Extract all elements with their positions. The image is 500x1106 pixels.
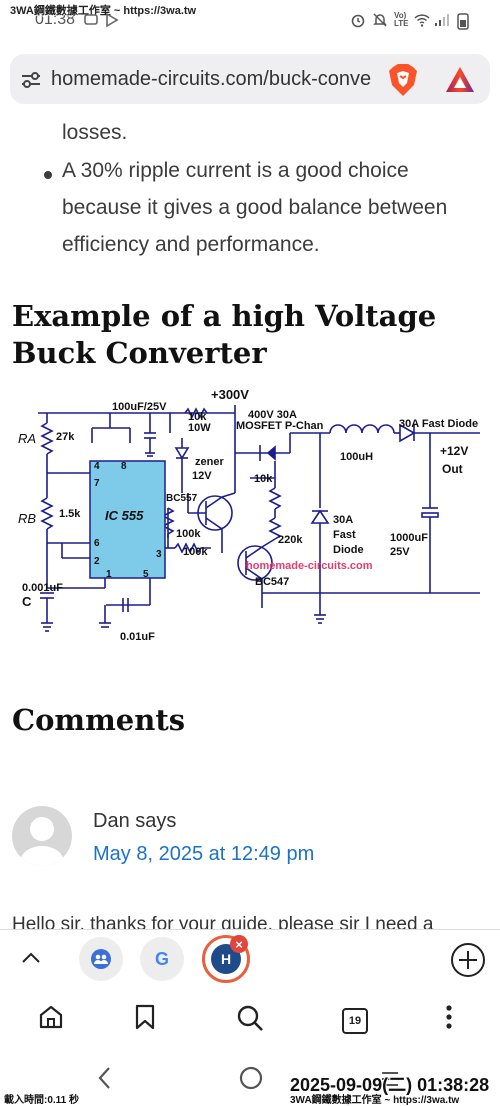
avatar bbox=[12, 806, 72, 866]
label-bc557: BC557 bbox=[166, 493, 198, 504]
label-ra: RA bbox=[18, 431, 36, 446]
label-rb: RB bbox=[18, 511, 36, 526]
alarm-icon bbox=[350, 12, 366, 32]
label-diode-top: 30A Fast Diode bbox=[399, 418, 478, 430]
play-icon bbox=[104, 12, 120, 32]
label-pin6: 6 bbox=[94, 538, 100, 549]
new-tab-button[interactable] bbox=[450, 942, 486, 983]
label-pin8: 8 bbox=[121, 461, 127, 472]
tab-google[interactable]: G bbox=[140, 937, 184, 981]
timestamp-overlay: 2025-09-09(二) 01:38:28 bbox=[290, 1075, 490, 1095]
label-c: C bbox=[22, 594, 32, 609]
watermark-bottom: 3WA鋼鐵數據工作室 ~ https://3wa.tw bbox=[290, 1095, 460, 1106]
label-bc547: BC547 bbox=[255, 576, 289, 588]
chat-notification-icon bbox=[84, 12, 100, 32]
label-fast: Fast bbox=[333, 529, 356, 541]
comment-author: Dan says bbox=[93, 810, 177, 832]
label-300v: +300V bbox=[211, 387, 249, 402]
bullet-dot bbox=[44, 171, 52, 179]
wifi-icon bbox=[414, 12, 430, 32]
bookmark-icon[interactable] bbox=[134, 1004, 156, 1035]
label-27k: 27k bbox=[56, 431, 75, 443]
comment-date-link[interactable]: May 8, 2025 at 12:49 pm bbox=[93, 843, 315, 865]
bullet-line: efficiency and performance. bbox=[62, 233, 320, 256]
label-100uh: 100uH bbox=[340, 451, 373, 463]
comments-heading: Comments bbox=[12, 703, 186, 737]
bullet-line: A 30% ripple current is a good choice bbox=[62, 159, 409, 182]
label-001uf: 0.01uF bbox=[120, 631, 155, 641]
buck-converter-circuit-diagram: +300V 100uF/25V 10k 10W 400V 30A MOSFET … bbox=[10, 383, 490, 641]
label-pin2: 2 bbox=[94, 556, 100, 567]
paragraph-fragment: losses. bbox=[62, 121, 128, 144]
back-icon[interactable] bbox=[97, 1066, 113, 1095]
browser-bottom-bar bbox=[0, 991, 500, 1049]
label-1000uf: 1000uF bbox=[390, 532, 428, 544]
brave-rewards-icon[interactable] bbox=[444, 65, 476, 100]
label-25v: 25V bbox=[390, 546, 410, 558]
watermark-top: 3WA鋼鐵數據工作室 ~ https://3wa.tw bbox=[10, 5, 197, 17]
url-text[interactable]: homemade-circuits.com/buck-conve bbox=[51, 68, 372, 90]
status-bar bbox=[0, 0, 500, 40]
ic555-block bbox=[89, 460, 166, 579]
bullet-line: because it gives a good balance between bbox=[62, 196, 448, 219]
status-clock: 01:38 bbox=[35, 11, 76, 28]
more-menu-icon[interactable] bbox=[445, 1004, 453, 1035]
home-circle-icon[interactable] bbox=[239, 1066, 263, 1095]
mute-icon bbox=[372, 12, 388, 32]
label-pin3: 3 bbox=[156, 549, 162, 560]
chevron-up-icon[interactable] bbox=[20, 947, 42, 974]
label-ic555: IC 555 bbox=[105, 508, 144, 523]
close-tab-button[interactable]: × bbox=[230, 935, 248, 953]
label-100k-b: 100k bbox=[183, 546, 208, 558]
label-12v-out: +12V bbox=[440, 444, 468, 458]
volte-icon: Vo)LTE bbox=[394, 11, 409, 28]
label-10k-b: 10k bbox=[254, 473, 273, 485]
label-220k: 220k bbox=[278, 534, 303, 546]
search-icon[interactable] bbox=[236, 1004, 264, 1037]
label-diode: Diode bbox=[333, 544, 364, 556]
tab-group-icon[interactable] bbox=[79, 937, 123, 981]
label-30a: 30A bbox=[333, 514, 353, 526]
home-icon[interactable] bbox=[38, 1004, 64, 1035]
label-mosfet-a: 400V 30A bbox=[248, 409, 297, 421]
tab-strip bbox=[0, 929, 500, 992]
tab-count-button[interactable]: 19 bbox=[342, 1008, 368, 1034]
label-10k-a: 10k bbox=[188, 411, 207, 423]
system-navigation-bar bbox=[0, 1050, 500, 1105]
battery-icon bbox=[457, 12, 469, 34]
label-0001uf: 0.001uF bbox=[22, 582, 63, 594]
signal-icon bbox=[434, 12, 450, 32]
label-12v: 12V bbox=[192, 470, 212, 482]
label-pin5: 5 bbox=[143, 569, 149, 580]
brave-shields-icon[interactable] bbox=[388, 63, 418, 102]
section-heading: Example of a high Voltage Buck Converter bbox=[12, 299, 437, 370]
label-zener: zener bbox=[195, 456, 224, 468]
label-site: homemade-circuits.com bbox=[246, 560, 373, 572]
google-icon: G bbox=[154, 948, 169, 969]
label-cap-top: 100uF/25V bbox=[112, 401, 167, 413]
label-15k: 1.5k bbox=[59, 508, 81, 520]
label-mosfet-b: MOSFET P-Chan bbox=[236, 420, 324, 432]
label-out: Out bbox=[442, 462, 463, 476]
label-pin7: 7 bbox=[94, 478, 100, 489]
label-10w: 10W bbox=[188, 422, 211, 434]
label-pin1: 1 bbox=[106, 569, 112, 580]
recent-apps-icon[interactable] bbox=[380, 1069, 400, 1094]
label-pin4: 4 bbox=[94, 461, 100, 472]
label-100k-a: 100k bbox=[176, 528, 201, 540]
site-settings-icon[interactable] bbox=[20, 69, 42, 96]
load-time-overlay: 載入時間:0.11 秒 bbox=[4, 1095, 80, 1106]
